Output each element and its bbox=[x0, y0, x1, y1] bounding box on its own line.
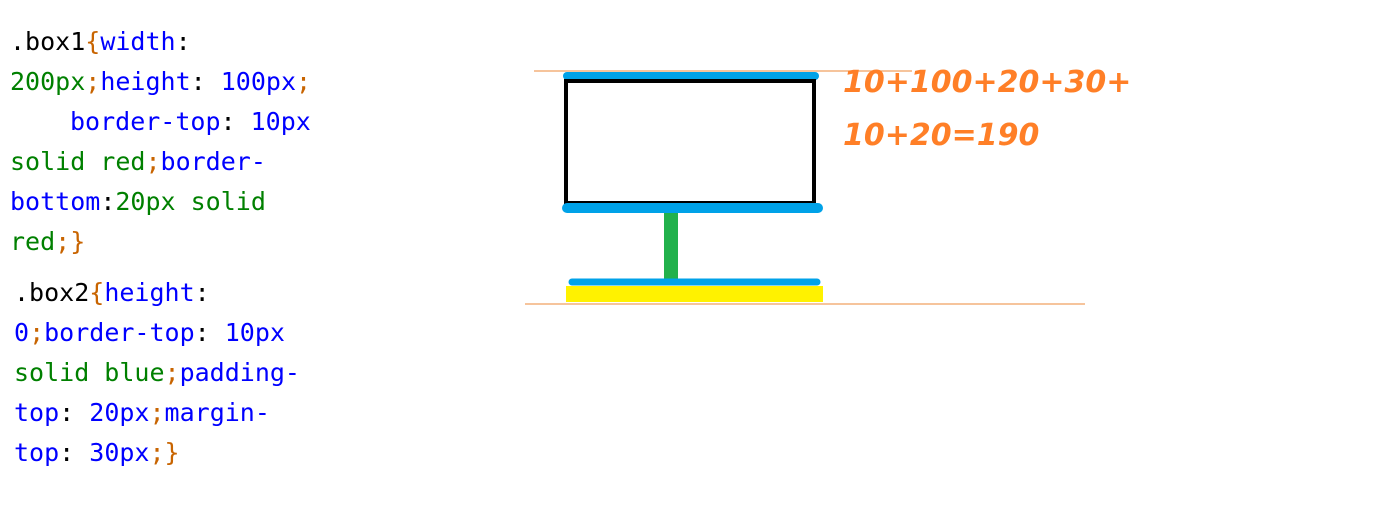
code-token: { bbox=[89, 278, 105, 307]
code-line: solid red;border- bbox=[10, 142, 311, 182]
code-token: height bbox=[104, 278, 195, 307]
code-token: : bbox=[59, 438, 90, 467]
code-token: : bbox=[220, 107, 251, 136]
code-token: top bbox=[14, 438, 60, 467]
code-line: 200px;height: 100px; bbox=[10, 62, 311, 102]
code-token: ;} bbox=[55, 227, 86, 256]
code-token: .box1 bbox=[10, 27, 86, 56]
code-token: bottom bbox=[10, 187, 101, 216]
code-token: ; bbox=[145, 147, 161, 176]
margin-top-bar bbox=[664, 213, 678, 279]
code-block-box1: .box1{width:200px;height: 100px;border-t… bbox=[10, 22, 311, 262]
code-token: 20px bbox=[89, 398, 150, 427]
code-token: { bbox=[85, 27, 101, 56]
annotation-line-1: 10+100+20+30+ bbox=[843, 65, 1132, 100]
code-token: 0 bbox=[14, 318, 30, 347]
code-token: ; bbox=[164, 358, 180, 387]
box1-content-outline bbox=[564, 79, 816, 205]
code-line: top: 30px;} bbox=[14, 433, 300, 473]
code-line: .box2{height: bbox=[14, 273, 300, 313]
code-token: : bbox=[175, 27, 191, 56]
code-token: 100px bbox=[220, 67, 297, 96]
code-token: height bbox=[100, 67, 191, 96]
code-token: ;} bbox=[149, 438, 180, 467]
code-token: : bbox=[59, 398, 90, 427]
code-token: 10px bbox=[250, 107, 311, 136]
code-token: width bbox=[100, 27, 176, 56]
code-token: solid red bbox=[10, 147, 146, 176]
code-token: border-top bbox=[70, 107, 221, 136]
code-token: border- bbox=[160, 147, 266, 176]
code-line: top: 20px;margin- bbox=[14, 393, 300, 433]
box2-padding-area bbox=[566, 286, 823, 302]
code-token: top bbox=[14, 398, 60, 427]
code-token: : bbox=[194, 278, 210, 307]
code-token: margin- bbox=[164, 398, 270, 427]
code-line: red;} bbox=[10, 222, 311, 262]
code-token: : bbox=[100, 187, 116, 216]
code-token: 30px bbox=[89, 438, 150, 467]
code-line: solid blue;padding- bbox=[14, 353, 300, 393]
code-token: 200px bbox=[10, 67, 86, 96]
code-line: bottom:20px solid bbox=[10, 182, 311, 222]
code-token: 10px bbox=[224, 318, 285, 347]
code-token: padding- bbox=[179, 358, 300, 387]
code-line: 0;border-top: 10px bbox=[14, 313, 300, 353]
code-token: ; bbox=[149, 398, 165, 427]
code-token: red bbox=[10, 227, 56, 256]
code-token: ; bbox=[29, 318, 45, 347]
code-token: : bbox=[194, 318, 225, 347]
code-token: solid blue bbox=[14, 358, 165, 387]
code-token: border-top bbox=[44, 318, 195, 347]
code-token: : bbox=[190, 67, 221, 96]
code-token: ; bbox=[296, 67, 312, 96]
code-line: border-top: 10px bbox=[10, 102, 311, 142]
code-token: .box2 bbox=[14, 278, 90, 307]
code-token: ; bbox=[85, 67, 101, 96]
code-token: 20px solid bbox=[115, 187, 266, 216]
annotation-line-2: 10+20=190 bbox=[843, 118, 1040, 153]
code-line: .box1{width: bbox=[10, 22, 311, 62]
